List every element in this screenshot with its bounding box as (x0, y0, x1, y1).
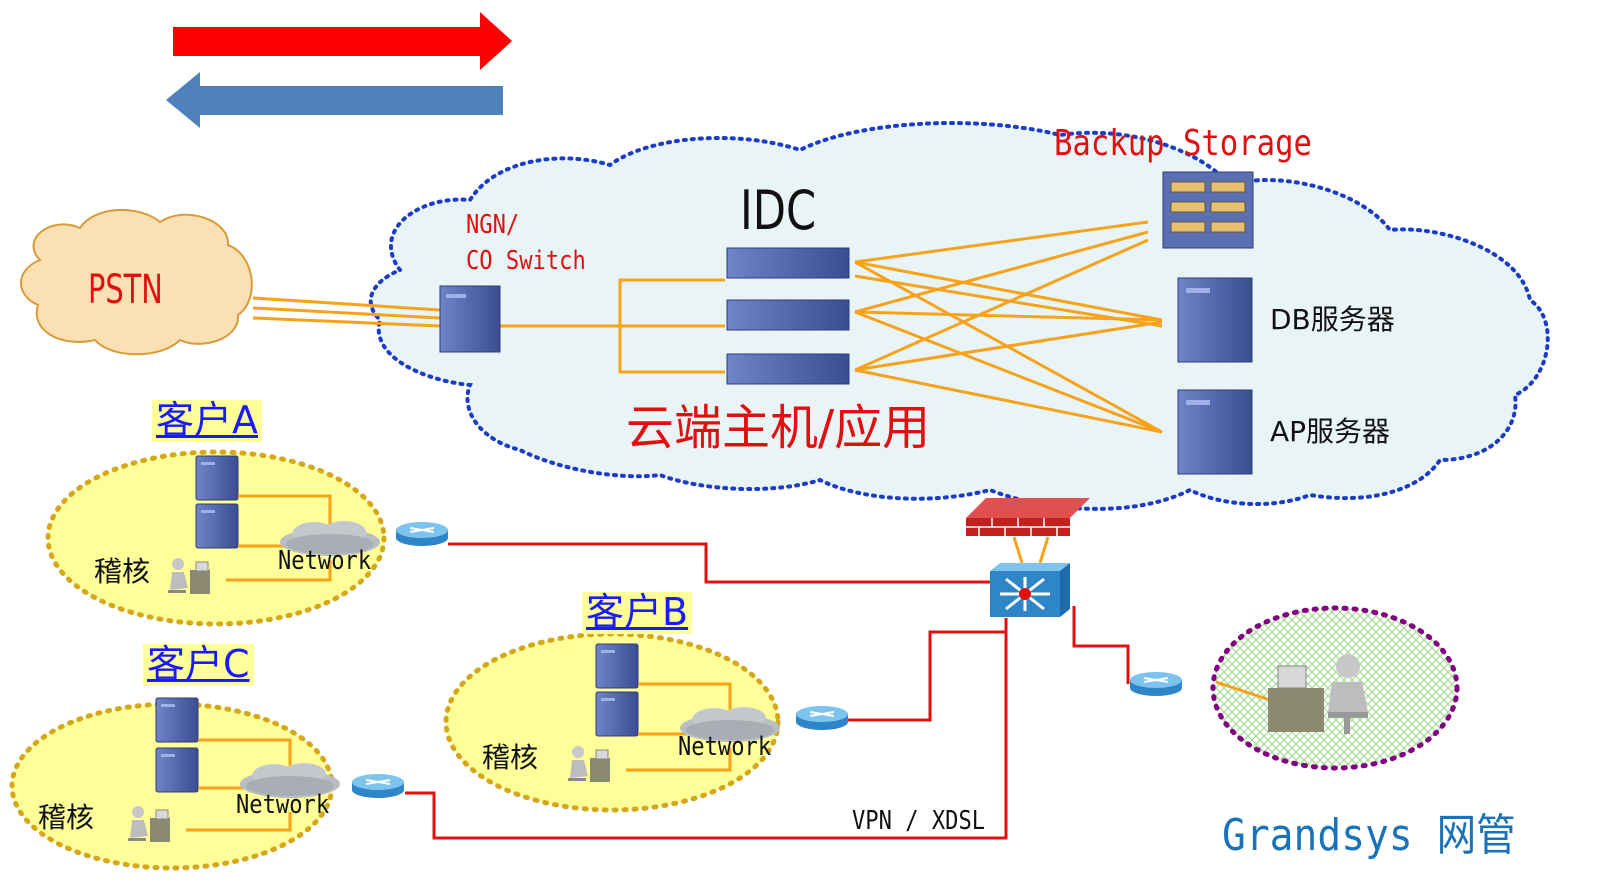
client-a-network-label: Network (278, 546, 372, 576)
firewall-icon (966, 498, 1090, 536)
blue-arrow-left-icon (166, 72, 503, 128)
db-server-label: DB服务器 (1270, 303, 1395, 336)
wan-links (405, 542, 1130, 840)
ngn-switch-server-icon (439, 285, 501, 353)
vpn-label: VPN / XDSL (852, 806, 986, 836)
backup-storage-label: Backup Storage (1054, 123, 1312, 164)
client-a-title[interactable]: 客户A (152, 399, 262, 442)
pstn-label: PSTN (88, 267, 163, 313)
idc-label: IDC (740, 179, 817, 242)
router-icon (395, 521, 449, 547)
db-server-icon (1177, 277, 1253, 363)
admin-person-icon (1268, 654, 1368, 734)
client-a-audit-label: 稽核 (94, 555, 151, 588)
pstn-cloud (20, 209, 253, 356)
router-icon (1129, 671, 1183, 697)
router-icon (351, 773, 405, 799)
switch-icon (990, 563, 1070, 617)
ap-server-icon (1177, 389, 1253, 475)
ngn-label-line2: CO Switch (466, 246, 586, 276)
idc-links (500, 220, 1163, 434)
cloud-app-label: 云端主机/应用 (626, 400, 931, 456)
firewall-links (1012, 536, 1050, 564)
client-b-audit-label: 稽核 (482, 741, 539, 774)
ap-server-label: AP服务器 (1270, 415, 1391, 448)
storage-array-icon (1162, 171, 1254, 249)
client-b-zone (443, 631, 781, 813)
client-c-network-label: Network (236, 790, 330, 820)
pstn-trunk-lines (252, 296, 441, 328)
mgmt-link (1215, 680, 1271, 702)
client-b-title[interactable]: 客户B (582, 591, 693, 634)
client-c-audit-label: 稽核 (38, 801, 95, 834)
ngn-label-line1: NGN/ (466, 210, 520, 240)
grandsys-label: Grandsys 网管 (1222, 810, 1516, 861)
router-icon (795, 705, 849, 731)
client-b-network-label: Network (678, 732, 772, 762)
client-a-zone (45, 449, 387, 627)
red-arrow-right-icon (173, 12, 512, 70)
client-c-zone (9, 697, 340, 871)
client-c-title[interactable]: 客户C (143, 643, 254, 686)
idc-server-icon (726, 247, 850, 385)
